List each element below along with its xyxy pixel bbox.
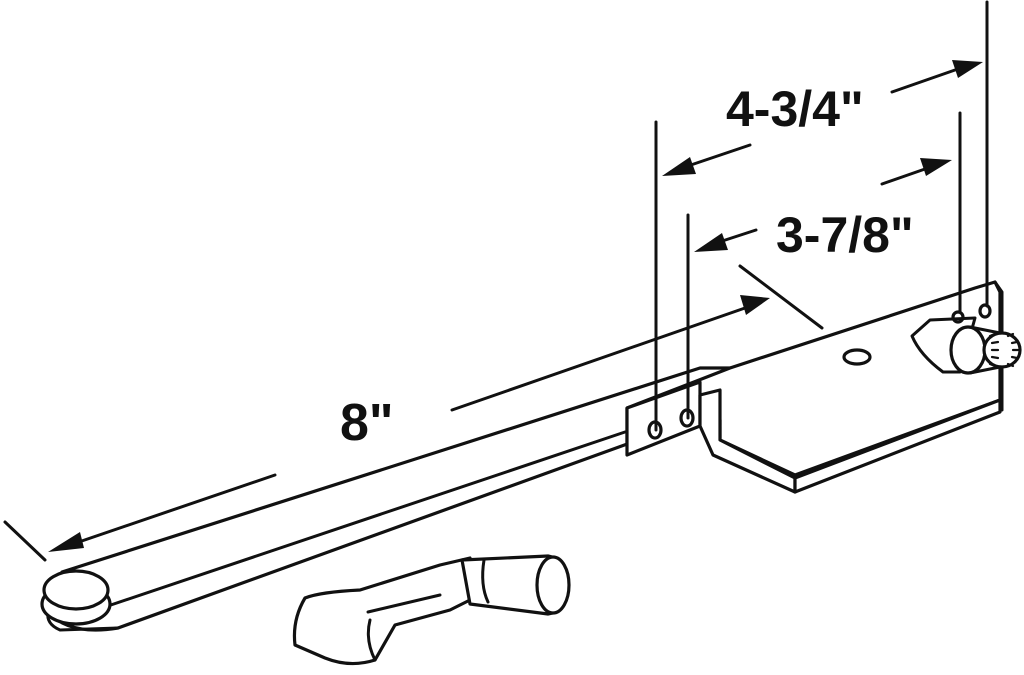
operator-housing: [625, 280, 1004, 494]
end-hole-2: [978, 303, 992, 319]
crank-handle: [292, 554, 571, 666]
outer-spacing-label: 4-3/4": [726, 81, 864, 137]
housing-center-hole: [842, 348, 872, 366]
dimension-overall-length: 8": [48, 295, 770, 552]
overall-length-label: 8": [340, 394, 394, 452]
dimension-inner-spacing: 3-7/8": [694, 158, 952, 263]
spline-shaft: [949, 325, 1022, 375]
arm-pivot-stud: [40, 569, 112, 626]
end-hole-1: [951, 310, 965, 324]
dimension-outer-spacing: 4-3/4": [662, 60, 983, 176]
inner-spacing-label: 3-7/8": [776, 207, 914, 263]
extension-lines: [3, 0, 989, 562]
